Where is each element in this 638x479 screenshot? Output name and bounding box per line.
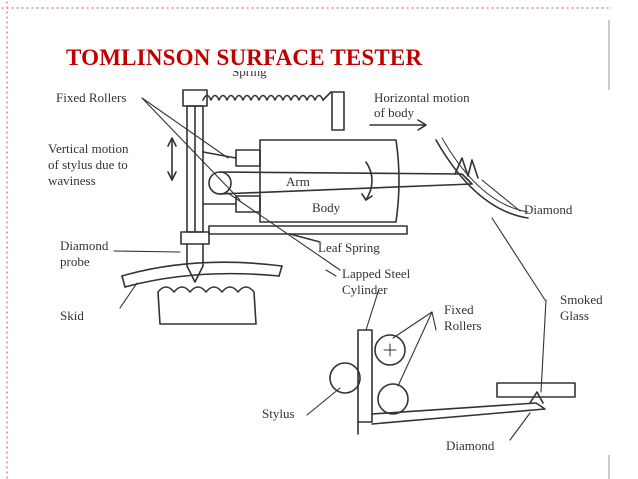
label-leaf-spring: Leaf Spring — [318, 240, 380, 255]
diamond-probe-tip — [186, 243, 204, 283]
label-body: Body — [312, 200, 341, 215]
label-diamond-bottom: Diamond — [446, 438, 495, 453]
stylus-arm-bottom — [371, 402, 546, 425]
right-edge-rule-bottom — [608, 455, 610, 479]
left-dotted-border — [6, 0, 8, 479]
diamond-stylus-top — [454, 157, 479, 179]
label-horizontal-motion-1: Horizontal motion — [374, 90, 470, 105]
label-arm: Arm — [286, 174, 310, 189]
lapped-cylinder — [208, 171, 232, 195]
right-edge-rule — [608, 20, 610, 90]
label-diamond-right: Diamond — [524, 202, 573, 217]
label-fixed-rollers-top: Fixed Rollers — [56, 90, 126, 105]
spring-coil — [202, 94, 324, 101]
label-fixed-rollers-2: Rollers — [444, 318, 482, 333]
label-stylus: Stylus — [262, 406, 295, 421]
stylus-clamp-bottom — [180, 231, 210, 245]
slide-title: TOMLINSON SURFACE TESTER — [64, 45, 425, 71]
spring-end — [322, 91, 332, 101]
label-vertical-motion-1: Vertical motion — [48, 141, 129, 156]
rotation-arrow — [365, 161, 373, 201]
label-vertical-motion-3: waviness — [48, 173, 96, 188]
stylus-bracket — [357, 329, 373, 423]
body-block — [259, 139, 400, 223]
label-diamond-probe-2: probe — [60, 254, 90, 269]
skid — [121, 261, 283, 277]
label-fixed-rollers-1: Fixed — [444, 302, 474, 317]
smoked-glass-arc — [435, 139, 529, 219]
arm — [219, 171, 473, 195]
leaf-spring — [208, 225, 408, 235]
stylus-roller — [329, 362, 361, 394]
label-diamond-probe-1: Diamond — [60, 238, 109, 253]
surface-profile — [157, 286, 257, 325]
label-lapped-2: Cylinder — [342, 282, 388, 297]
label-smoked-1: Smoked — [560, 292, 603, 307]
label-smoked-2: Glass — [560, 308, 589, 323]
label-lapped-1: Lapped Steel — [342, 266, 411, 281]
smoked-glass-plate — [496, 382, 576, 398]
label-horizontal-motion-2: of body — [374, 105, 415, 120]
fixed-roller-upper — [374, 334, 406, 366]
fixed-roller-lower — [377, 383, 409, 415]
top-dotted-border — [0, 7, 612, 9]
label-vertical-motion-2: of stylus due to — [48, 157, 128, 172]
spring-post — [331, 91, 345, 131]
label-skid: Skid — [60, 308, 84, 323]
